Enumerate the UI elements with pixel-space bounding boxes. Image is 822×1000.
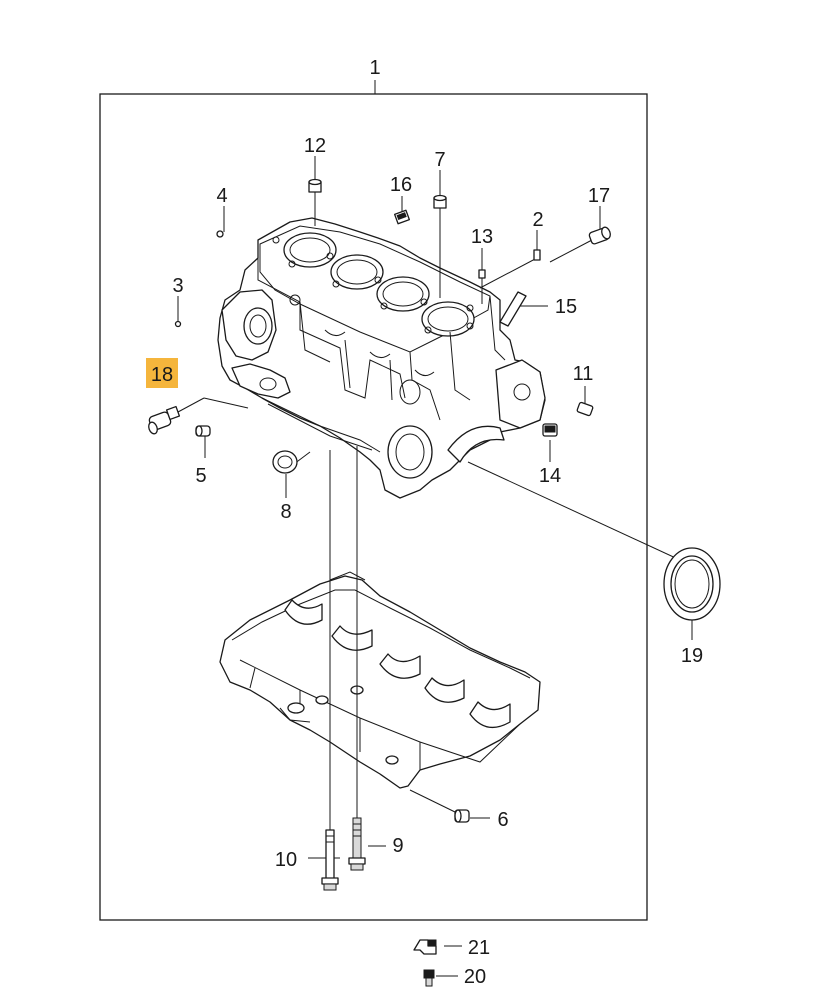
tube-15 — [499, 291, 527, 327]
highlight-18 — [146, 358, 178, 388]
callout-19: 19 — [681, 645, 703, 667]
plug-17 — [588, 226, 611, 245]
nut-14 — [542, 423, 558, 437]
callout-4: 4 — [216, 185, 227, 207]
callout-15: 15 — [555, 296, 577, 318]
callout-2: 2 — [532, 209, 543, 231]
callout-18: 18 — [151, 364, 173, 386]
pin-2 — [533, 249, 541, 261]
diagram-frame — [99, 93, 648, 921]
bolt-10 — [321, 829, 339, 891]
callout-6: 6 — [497, 809, 508, 831]
bolt-20 — [423, 969, 435, 987]
bracket-21 — [413, 939, 437, 955]
plug-16 — [394, 209, 410, 225]
seal-8 — [272, 450, 298, 474]
callout-5: 5 — [195, 465, 206, 487]
callout-1: 1 — [369, 57, 380, 79]
callout-17: 17 — [588, 185, 610, 207]
lower-crankcase — [219, 571, 541, 789]
callout-20: 20 — [464, 966, 486, 988]
dowel-pin-7 — [433, 194, 447, 209]
pin-3 — [174, 320, 182, 328]
rear-oil-seal-19 — [663, 547, 721, 621]
dowel-pin-12 — [308, 178, 322, 193]
dowel-5 — [195, 425, 211, 437]
callout-10: 10 — [275, 849, 297, 871]
dowel-6 — [454, 809, 470, 823]
callout-11: 11 — [573, 363, 594, 385]
plug-18 — [148, 405, 181, 435]
bolt-9 — [348, 817, 366, 871]
pin-13 — [478, 269, 486, 279]
callout-13: 13 — [471, 226, 493, 248]
callout-9: 9 — [392, 835, 403, 857]
callout-12: 12 — [304, 135, 326, 157]
callout-16: 16 — [390, 174, 412, 196]
cylinder-block — [217, 217, 546, 499]
callout-7: 7 — [434, 149, 445, 171]
callout-8: 8 — [280, 501, 291, 523]
callout-3: 3 — [172, 275, 183, 297]
pin-4 — [216, 230, 224, 238]
callout-21: 21 — [468, 937, 490, 959]
callout-14: 14 — [539, 465, 561, 487]
dowel-11 — [576, 401, 594, 417]
